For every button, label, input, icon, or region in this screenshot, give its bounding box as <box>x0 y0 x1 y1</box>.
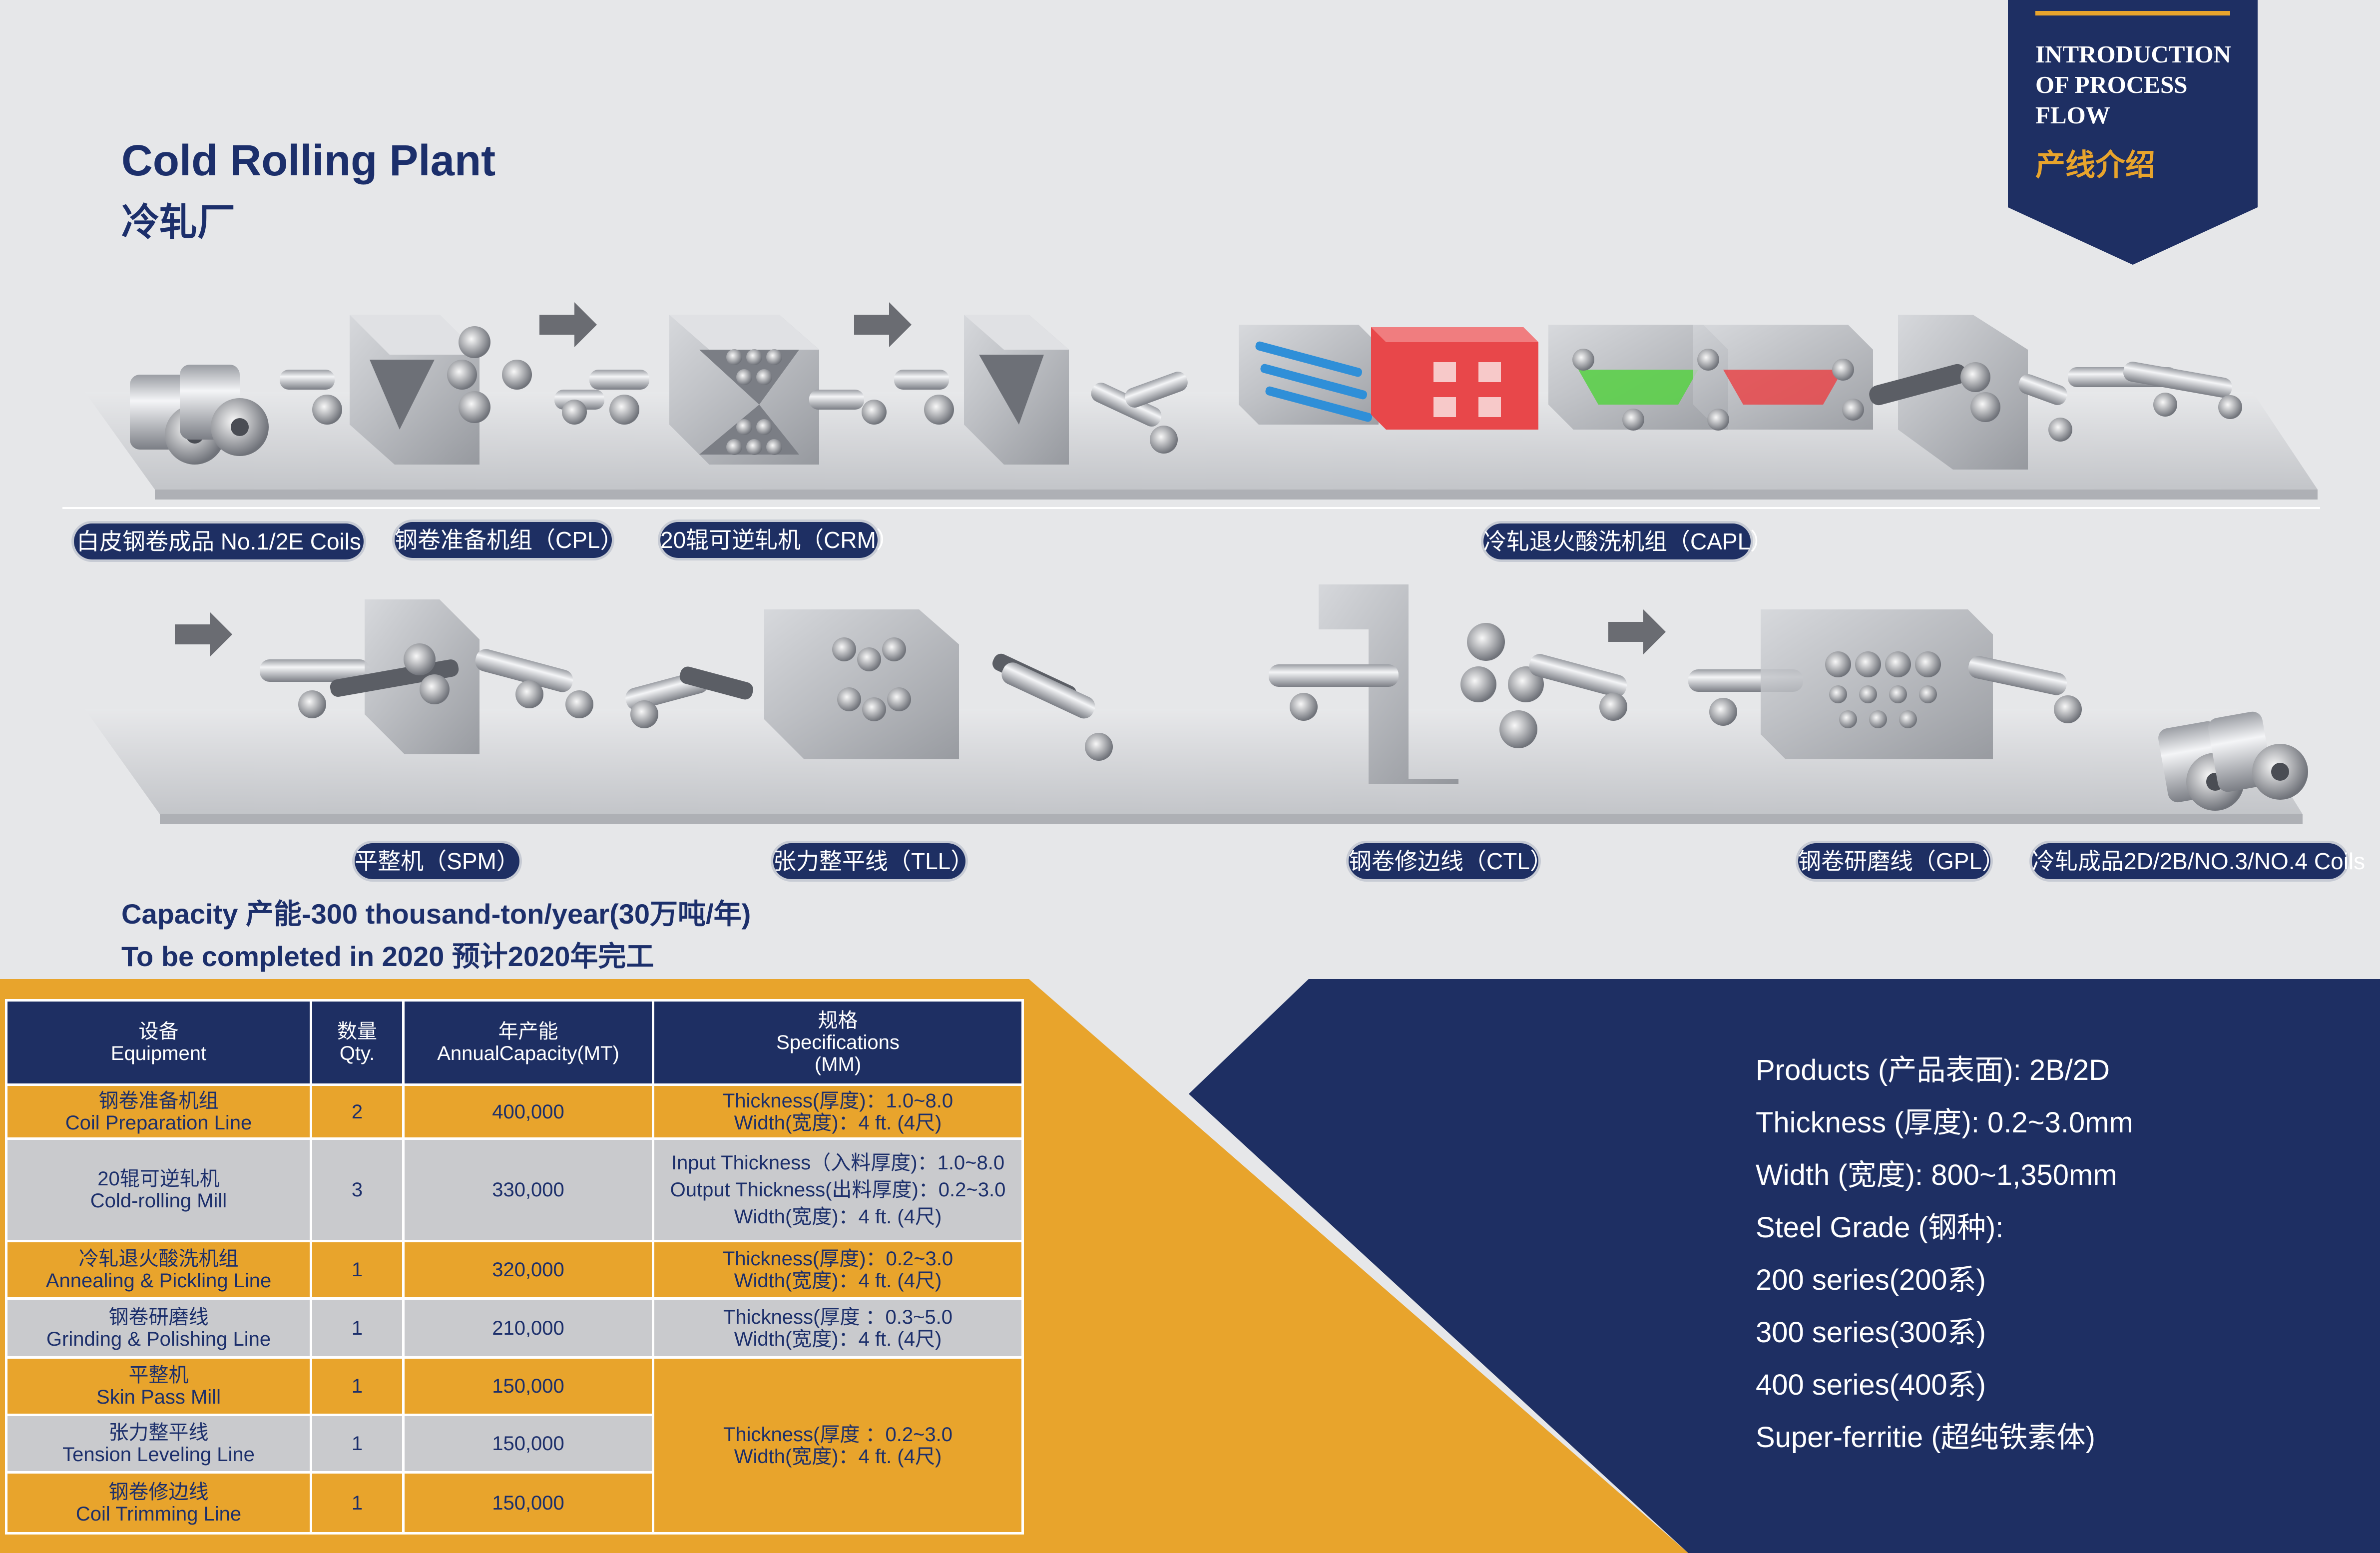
label-capl: 冷轧退火酸洗机组（CAPL） <box>1483 523 1773 559</box>
label-entry-coils: 白皮钢卷成品 No.1/2E Coils <box>74 523 364 559</box>
capl-pickling-tanks <box>1548 325 1873 431</box>
cpl-machine <box>280 315 604 465</box>
label-tll: 张力整平线（TLL） <box>773 843 973 879</box>
products-line-1: Products (产品表面): 2B/2D <box>1756 1054 2110 1086</box>
tll-machine <box>625 609 1113 761</box>
products-line-2: Thickness (厚度): 0.2~3.0mm <box>1756 1106 2133 1139</box>
banner-line-3: FLOW <box>2035 101 2110 129</box>
intro-banner: INTRODUCTION OF PROCESS FLOW 产线介绍 <box>2008 0 2258 265</box>
products-line-5: 200 series(200系) <box>1756 1264 1986 1296</box>
process-flow-diagram <box>62 302 2320 824</box>
products-line-8: Super-ferritie (超纯铁素体) <box>1756 1421 2095 1454</box>
capl-blue-heater <box>1239 325 1379 425</box>
label-crm: 20辊可逆轧机（CRM） <box>660 522 899 558</box>
banner-line-2: OF PROCESS <box>2035 71 2188 98</box>
label-exit-coils: 冷轧成品2D/2B/NO.3/NO.4 Coils <box>2032 843 2365 879</box>
spm-machine <box>260 599 593 754</box>
ctl-machine <box>1269 584 1627 784</box>
banner-accent-line <box>2035 11 2230 15</box>
label-gpl: 钢卷研磨线（GPL） <box>1798 843 2005 879</box>
page-title-cn: 冷轧厂 <box>121 201 235 244</box>
banner-shape <box>2008 0 2258 265</box>
gpl-machine <box>1688 609 2082 759</box>
platform-lower <box>85 709 2303 824</box>
arrow-2 <box>854 302 912 347</box>
products-line-3: Width (宽度): 800~1,350mm <box>1756 1159 2117 1191</box>
banner-line-1: INTRODUCTION <box>2035 40 2232 68</box>
products-line-7: 400 series(400系) <box>1756 1369 1986 1401</box>
crm-machine <box>589 315 887 465</box>
arrow-4 <box>1608 609 1666 654</box>
page-title: Cold Rolling Plant <box>121 136 496 185</box>
capl-red-furnace <box>1371 327 1538 430</box>
completion-text: To be completed in 2020 预计2020年完工 <box>121 941 654 972</box>
label-spm: 平整机（SPM） <box>355 843 519 879</box>
label-cpl: 钢卷准备机组（CPL） <box>395 522 623 558</box>
banner-title-cn: 产线介绍 <box>2035 148 2155 182</box>
arrow-1 <box>539 302 597 347</box>
entry-coils <box>130 365 269 465</box>
arrow-3 <box>175 612 232 657</box>
crm-machine-2 <box>894 315 1188 465</box>
capl-exit-section <box>1869 315 2242 470</box>
exit-coils <box>2158 711 2308 811</box>
label-ctl: 钢卷修边线（CTL） <box>1349 843 1553 879</box>
products-line-4: Steel Grade (钢种): <box>1756 1211 2004 1244</box>
products-line-6: 300 series(300系) <box>1756 1316 1986 1349</box>
capacity-text: Capacity 产能-300 thousand-ton/year(30万吨/年… <box>121 898 751 930</box>
banner-title: INTRODUCTION OF PROCESS FLOW <box>2035 39 2231 130</box>
